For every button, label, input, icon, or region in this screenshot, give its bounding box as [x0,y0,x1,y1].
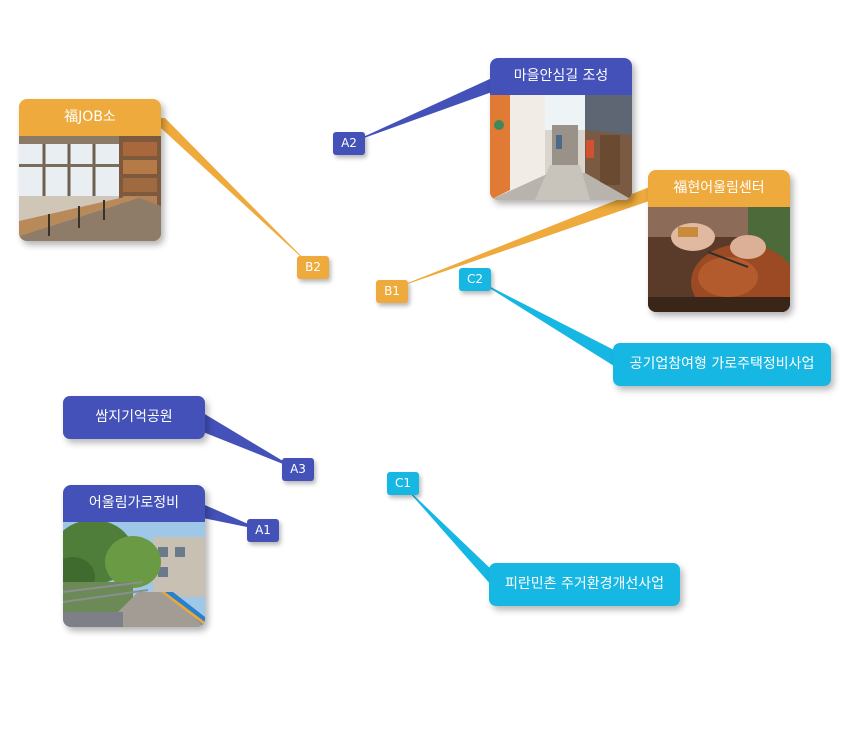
marker-b1[interactable]: B1 [376,280,408,303]
connector-b2-bokjob [150,118,313,268]
marker-a1[interactable]: A1 [247,519,279,542]
library-reading-room-photo [19,136,161,241]
card-bok-center[interactable]: 福현어울림센터 [648,170,790,312]
card-title-maeul-road: 마을안심길 조성 [490,58,632,95]
alley-street-photo [490,95,632,200]
label-ssamji-park[interactable]: 쌈지기억공원 [63,396,205,439]
connector-a1-streetmaint [198,502,262,530]
marker-c2[interactable]: C2 [459,268,491,291]
marker-a3[interactable]: A3 [282,458,314,481]
connector-a2-maeul [350,78,492,143]
card-maeul-road[interactable]: 마을안심길 조성 [490,58,632,200]
marker-b2[interactable]: B2 [297,256,329,279]
card-street-maint[interactable]: 어울림가로정비 [63,485,205,627]
leather-craft-photo [648,207,790,312]
card-title-bok-center: 福현어울림센터 [648,170,790,207]
marker-c1[interactable]: C1 [387,472,419,495]
card-bok-job[interactable]: 福JOB소 [19,99,161,241]
connector-c2-publichousing [475,279,614,366]
connector-b1-bokcenter [390,186,652,290]
marker-a2[interactable]: A2 [333,132,365,155]
card-title-bok-job: 福JOB소 [19,99,161,136]
connector-c1-piran [402,484,492,586]
card-title-street-maint: 어울림가로정비 [63,485,205,522]
label-public-housing-project[interactable]: 공기업참여형 가로주택정비사업 [613,343,831,386]
connector-a3-ssamji [198,410,298,470]
label-piran-village-project[interactable]: 피란민촌 주거환경개선사업 [489,563,680,606]
tree-lined-sidewalk-photo [63,522,205,627]
